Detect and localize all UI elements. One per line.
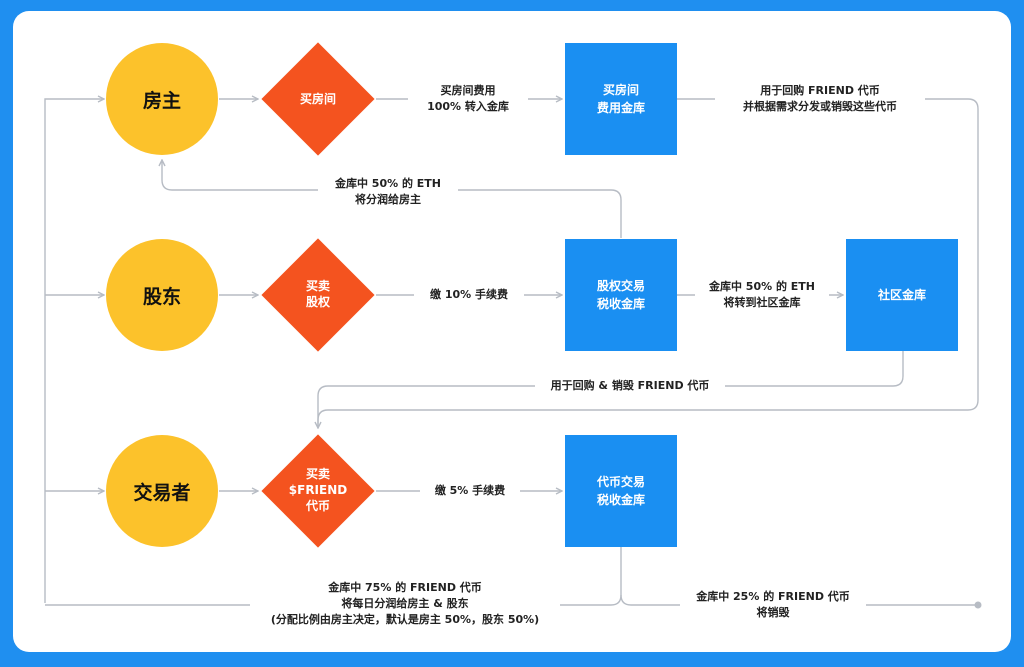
equity-tax-vault-label: 股权交易 税收金库 xyxy=(596,279,645,311)
tokenvault-to-burn xyxy=(620,594,976,606)
buy-share-label-line1: 买卖 xyxy=(305,279,330,293)
room-fee-label: 买房间费用 100% 转入金库 xyxy=(408,83,528,115)
buyback-distribute-label: 用于回购 FRIEND 代币 并根据需求分发或销毁这些代币 xyxy=(715,83,925,115)
roomvault-to-buyfriend xyxy=(318,98,979,428)
buy-friend-label-line3: 代币 xyxy=(305,499,330,513)
community-vault: 社区金库 xyxy=(846,239,958,351)
buy-room-label: 买房间 xyxy=(299,92,336,106)
buy-friend-label-line1: 买卖 xyxy=(305,467,330,481)
community-vault-label: 社区金库 xyxy=(877,288,926,302)
trader-node: 交易者 xyxy=(106,435,218,547)
buyback-burn-label: 用于回购 & 销毁 FRIEND 代币 xyxy=(535,378,725,394)
token-tax-vault: 代币交易 税收金库 xyxy=(565,435,677,547)
equity-tax-vault: 股权交易 税收金库 xyxy=(565,239,677,351)
friend-burn-label: 金库中 25% 的 FRIEND 代币 将销毁 xyxy=(680,589,866,621)
room-fee-vault: 买房间 费用金库 xyxy=(565,43,677,155)
eth-to-landlord-label: 金库中 50% 的 ETH 将分润给房主 xyxy=(318,176,458,208)
token-tax-vault-label: 代币交易 税收金库 xyxy=(596,475,645,507)
buy-share-label: 买卖 股权 xyxy=(263,278,373,310)
buy-friend-label-line2: $FRIEND xyxy=(288,483,348,497)
buy-friend-label: 买卖 $FRIEND 代币 xyxy=(263,466,373,514)
room-fee-vault-label: 买房间 费用金库 xyxy=(596,83,645,115)
burn-endpoint xyxy=(974,601,982,609)
buy-share-label-line2: 股权 xyxy=(305,295,330,309)
landlord-node: 房主 xyxy=(106,43,218,155)
shareholder-node: 股东 xyxy=(106,239,218,351)
token-fee-label: 缴 5% 手续费 xyxy=(420,483,520,499)
friend-distribute-label: 金库中 75% 的 FRIEND 代币 将每日分润给房主 & 股东 (分配比例由… xyxy=(250,580,560,628)
loop-to-landlord xyxy=(44,99,104,603)
share-fee-label: 缴 10% 手续费 xyxy=(414,287,524,303)
eth-to-community-label: 金库中 50% 的 ETH 将转到社区金库 xyxy=(695,279,829,311)
